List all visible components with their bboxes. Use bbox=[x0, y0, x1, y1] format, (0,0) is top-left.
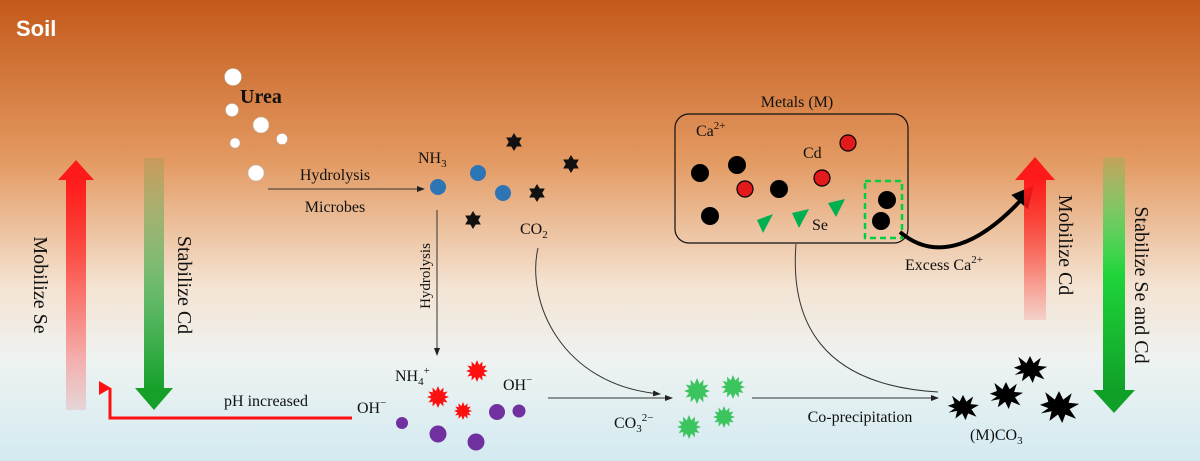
nh3-molecules bbox=[430, 165, 511, 201]
nh4-label: NH4+ bbox=[395, 365, 430, 388]
nh3-molecule bbox=[495, 185, 511, 201]
oh-left-label: OH− bbox=[357, 397, 386, 417]
cd-particle bbox=[813, 169, 831, 187]
cd-label: Cd bbox=[803, 145, 822, 162]
ca-label: Ca2+ bbox=[696, 120, 726, 140]
coprecipitation-label: Co-precipitation bbox=[808, 409, 913, 426]
cd-particle bbox=[736, 180, 754, 198]
co2-to-co3-curve bbox=[535, 247, 661, 397]
mobilize-se-arrow bbox=[58, 160, 94, 410]
stabilize-cd-label: Stabilize Cd bbox=[173, 236, 195, 334]
oh-molecule bbox=[512, 404, 526, 418]
metals-title: Metals (M) bbox=[761, 94, 833, 111]
se-triangle bbox=[792, 209, 809, 228]
nh3-label: NH3 bbox=[418, 150, 447, 170]
stabilize-cd-arrow bbox=[135, 158, 173, 410]
mobilize-se-label: Mobilize Se bbox=[29, 236, 51, 333]
excess-ca-label: Excess Ca2+ bbox=[905, 254, 983, 274]
se-triangle bbox=[828, 199, 845, 217]
excess-ca-highlight bbox=[863, 179, 904, 240]
urea-bubble bbox=[225, 103, 239, 117]
oh-molecule bbox=[396, 417, 408, 429]
soil-title: Soil bbox=[16, 16, 56, 41]
ph-increased-label: pH increased bbox=[224, 393, 308, 410]
excess-ca-particles bbox=[872, 191, 896, 230]
ca-particle bbox=[691, 164, 709, 182]
urea-bubble bbox=[276, 133, 288, 145]
urea-bubble bbox=[224, 68, 242, 86]
urea-label: Urea bbox=[240, 86, 282, 108]
vertical-hydrolysis-label: Hydrolysis bbox=[418, 243, 434, 309]
oh-molecule bbox=[489, 404, 505, 420]
mco3-label: (M)CO3 bbox=[970, 427, 1023, 447]
mobilize-cd-arrow bbox=[1015, 157, 1055, 320]
hydrolysis-label: Hydrolysis bbox=[300, 167, 370, 184]
urea-bubble bbox=[247, 164, 265, 182]
oh-right-label: OH− bbox=[503, 374, 532, 394]
ca-particle bbox=[878, 191, 896, 209]
ca-particle bbox=[770, 180, 788, 198]
cd-particles bbox=[736, 134, 857, 198]
se-triangles bbox=[757, 199, 845, 233]
ca-particle bbox=[872, 212, 890, 230]
se-label: Se bbox=[812, 217, 828, 234]
oh-molecules bbox=[396, 404, 526, 451]
cd-particle bbox=[839, 134, 857, 152]
metals-box bbox=[674, 113, 909, 244]
mobilize-cd-label: Mobilize Cd bbox=[1054, 195, 1076, 296]
metals-to-precipitate-curve bbox=[794, 243, 939, 393]
ca-particle bbox=[728, 156, 746, 174]
excess-ca-arrow bbox=[898, 185, 1034, 250]
stabilize-se-cd-arrow bbox=[1093, 157, 1135, 413]
nh3-molecule bbox=[430, 179, 446, 195]
se-triangle bbox=[757, 214, 773, 233]
nh3-molecule bbox=[470, 165, 486, 181]
urea-bubble bbox=[229, 137, 241, 149]
ca-particle bbox=[701, 207, 719, 225]
oh-molecule bbox=[429, 425, 447, 443]
ca-particles bbox=[691, 156, 788, 225]
co2-label: CO2 bbox=[520, 221, 548, 241]
oh-molecule bbox=[467, 433, 485, 451]
urea-bubbles bbox=[224, 68, 288, 182]
stabilize-se-cd-label: Stabilize Se and Cd bbox=[1130, 206, 1152, 363]
microbes-label: Microbes bbox=[305, 199, 365, 216]
co3-label: CO32− bbox=[614, 412, 653, 435]
ph-increased-arrow bbox=[99, 381, 352, 420]
urea-bubble bbox=[252, 116, 270, 134]
